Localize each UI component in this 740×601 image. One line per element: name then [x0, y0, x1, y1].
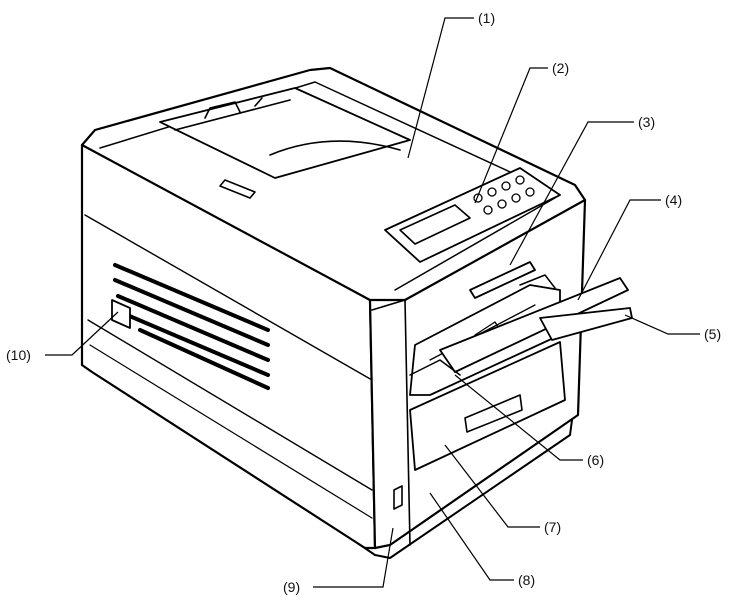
lcd-display [399, 204, 471, 245]
leader-3 [509, 121, 634, 266]
callout-label-9: (9) [283, 579, 300, 595]
callout-labels: (1) (2) (3) (4) (5) (6) (7) (8) (9) (10) [6, 10, 721, 595]
leader-2 [474, 67, 548, 204]
leader-6 [454, 374, 583, 461]
leader-lines [45, 17, 700, 588]
left-lower-seam [87, 319, 373, 491]
paper-cassette-front [409, 341, 566, 471]
control-buttons [473, 175, 535, 215]
mp-tray [439, 277, 629, 373]
leader-7 [444, 444, 540, 528]
paper-cassette-handle [464, 394, 523, 433]
callout-label-7: (7) [544, 519, 561, 535]
power-switch [111, 299, 131, 329]
output-tray-curve [269, 140, 401, 156]
tray-lever [393, 485, 403, 510]
side-vents [113, 263, 270, 390]
output-tray-slot [174, 97, 291, 131]
leader-5 [624, 314, 700, 335]
callout-label-1: (1) [478, 10, 495, 26]
paper-stopper [219, 179, 256, 199]
leader-4 [577, 199, 661, 301]
output-tray-recess [159, 87, 411, 179]
callout-label-5: (5) [704, 326, 721, 342]
leader-8 [429, 492, 514, 581]
callout-label-10: (10) [6, 347, 31, 363]
callout-label-6: (6) [587, 452, 604, 468]
leader-1 [407, 17, 474, 159]
leader-9 [313, 527, 394, 588]
callout-label-4: (4) [665, 192, 682, 208]
printer-illustration [80, 66, 633, 559]
front-cover-handle [469, 261, 536, 299]
leader-10 [45, 311, 119, 356]
left-side-seam [84, 214, 373, 381]
left-lower-seam-2 [89, 344, 373, 519]
control-panel-housing [384, 167, 561, 263]
callout-label-3: (3) [638, 114, 655, 130]
mp-tray-paper-guide [409, 274, 556, 376]
callout-label-2: (2) [552, 60, 569, 76]
callout-label-8: (8) [518, 572, 535, 588]
